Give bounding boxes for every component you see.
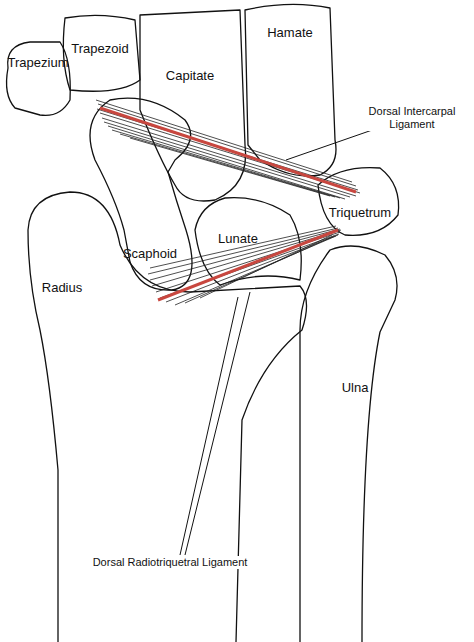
bone-name: Trapezium: [8, 55, 69, 70]
bone-outline: [136, 6, 252, 206]
ligament-label: Dorsal Intercarpal Ligament: [360, 105, 464, 131]
bone-name: Scaphoid: [123, 246, 177, 261]
bone-name: Radius: [42, 280, 82, 295]
hamate-bone: Hamate: [240, 2, 340, 182]
trapezium-bone: Trapezium: [2, 38, 76, 120]
capitate-bone: Capitate: [136, 6, 252, 206]
bone-outline: [2, 38, 76, 120]
bone-name: Ulna: [342, 380, 369, 395]
bone-outline: [316, 164, 402, 238]
bone-name: Triquetrum: [329, 205, 391, 220]
bone-outline: [85, 96, 207, 292]
bone-name: Capitate: [166, 68, 214, 83]
scaphoid-bone: Scaphoid: [85, 96, 207, 292]
triquetrum-bone: Triquetrum: [316, 164, 402, 238]
bone-name: Trapezoid: [71, 41, 128, 56]
ligament-axis: [158, 230, 338, 300]
ulna-bone: Ulna: [290, 238, 410, 642]
ligament-label: Dorsal Radiotriquetral Ligament: [85, 556, 255, 569]
bone-name: Lunate: [218, 231, 258, 246]
ligament-axis: [100, 108, 356, 192]
trapezoid-bone: Trapezoid: [58, 10, 144, 96]
bone-name: Hamate: [267, 25, 313, 40]
bone-outline: [290, 238, 410, 642]
